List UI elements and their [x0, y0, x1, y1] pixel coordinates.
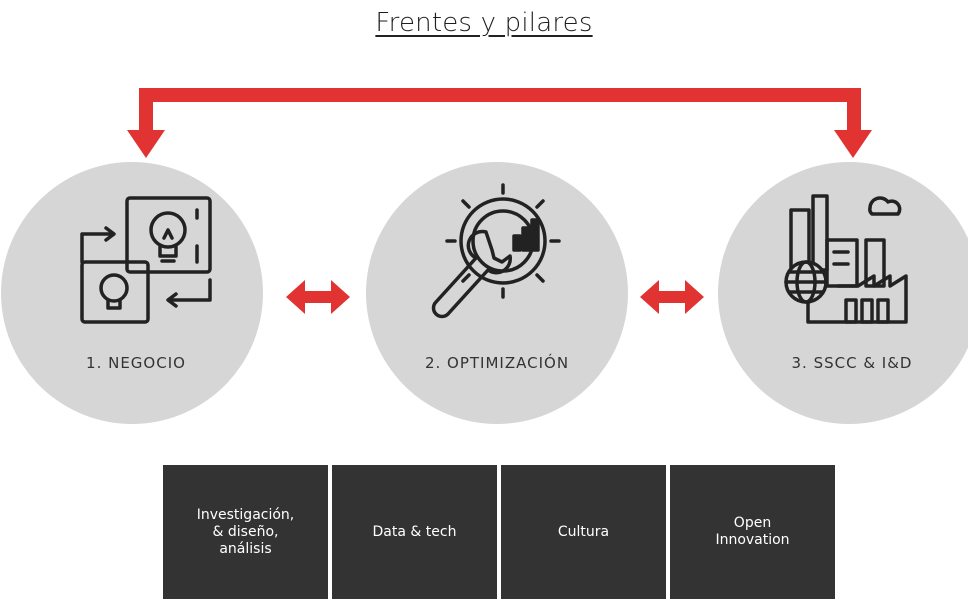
pillar-investigacion: Investigación, & diseño, análisis	[163, 465, 328, 599]
wrench-gear-chart-icon	[431, 183, 561, 319]
double-arrow-left	[286, 280, 350, 314]
front-label-negocio: 1. NEGOCIO	[86, 354, 186, 372]
double-arrow-right	[640, 280, 704, 314]
top-bracket-arrow	[127, 88, 872, 158]
front-circle-sscc	[718, 162, 968, 424]
page-title: Frentes y pilares	[375, 8, 593, 38]
pillar-cultura: Cultura	[501, 465, 666, 599]
front-label-sscc: 3. SSCC & I&D	[791, 354, 913, 372]
front-circle-negocio	[1, 162, 263, 424]
pillars-row: Investigación, & diseño, análisis Data &…	[163, 465, 835, 599]
pillar-data-tech: Data & tech	[332, 465, 497, 599]
front-label-optimizacion: 2. OPTIMIZACIÓN	[424, 354, 570, 372]
front-circle-optimizacion	[366, 162, 628, 424]
ideas-exchange-icon	[80, 196, 212, 324]
factory-globe-icon	[784, 194, 908, 324]
pillar-open-innovation: Open Innovation	[670, 465, 835, 599]
